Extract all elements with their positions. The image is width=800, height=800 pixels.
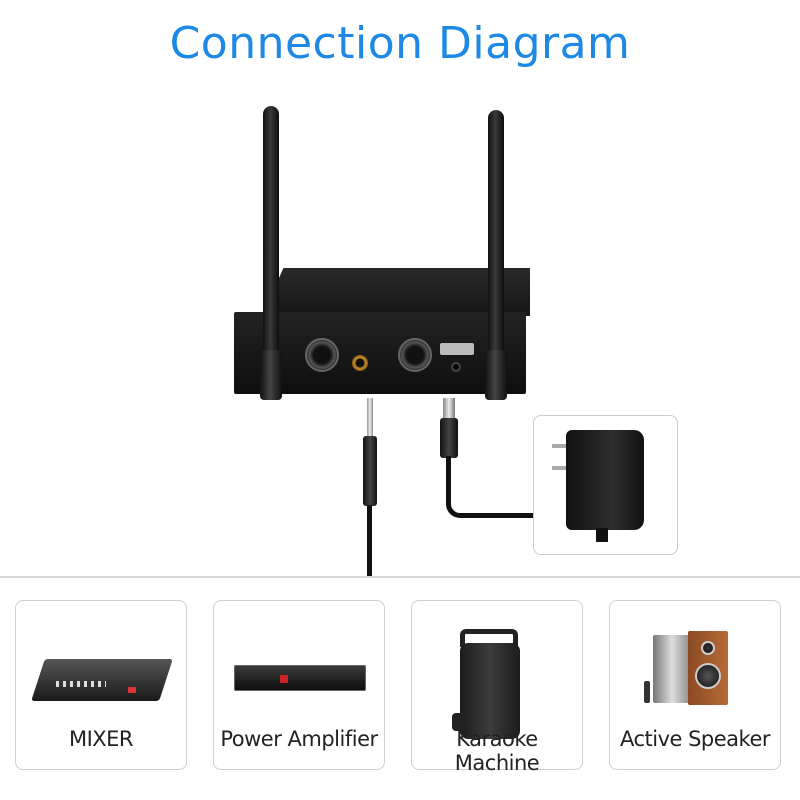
adapter-strain-relief [596,528,608,542]
antenna-right-icon [488,110,504,366]
antenna-left-icon [263,106,279,366]
mix-out-jack-icon [352,355,368,371]
label-plate [440,343,474,355]
device-label: Karaoke Machine [454,727,540,775]
mixer-knobs [56,681,106,687]
microphone-icon [452,713,464,731]
page-title: Connection Diagram [169,18,631,69]
receiver-top [262,268,530,316]
power-adapter-box [533,415,678,555]
xlr-output-b-icon [305,338,339,372]
xlr-output-a-icon [398,338,432,372]
power-cable-bend [446,456,486,518]
receiver-front-panel [234,312,526,394]
quarter-inch-plug-icon [367,398,373,438]
karaoke-handle [460,629,518,647]
speaker-woofer [695,663,721,689]
speaker-left-icon [653,635,691,703]
antenna-left-base [260,350,282,400]
device-card-active-speaker: Active Speaker [609,600,781,770]
adapter-prong-icon [552,466,568,470]
remote-icon [644,681,650,703]
adapter-prong-icon [552,444,568,448]
device-card-power-amplifier: Power Amplifier [213,600,385,770]
device-label: Power Amplifier [220,727,378,751]
device-label: Active Speaker [619,727,771,751]
device-card-karaoke-machine: Karaoke Machine [411,600,583,775]
device-label: MIXER [68,727,134,751]
speaker-tweeter [701,641,715,655]
power-amplifier-icon [234,665,366,691]
dc-input-jack-icon [451,362,461,372]
dc-plug-housing [440,418,458,458]
mixer-icon [31,659,173,701]
antenna-right-base [485,350,507,400]
power-adapter-icon [566,430,644,530]
device-card-mixer: MIXER [15,600,187,770]
power-cable-line [484,513,536,518]
plug-housing [363,436,377,506]
karaoke-machine-icon [460,643,520,739]
mixer-button [128,687,136,693]
divider-line [0,576,800,578]
audio-cable-line [367,505,372,577]
dc-plug-icon [443,398,455,420]
amplifier-indicator [280,675,288,683]
